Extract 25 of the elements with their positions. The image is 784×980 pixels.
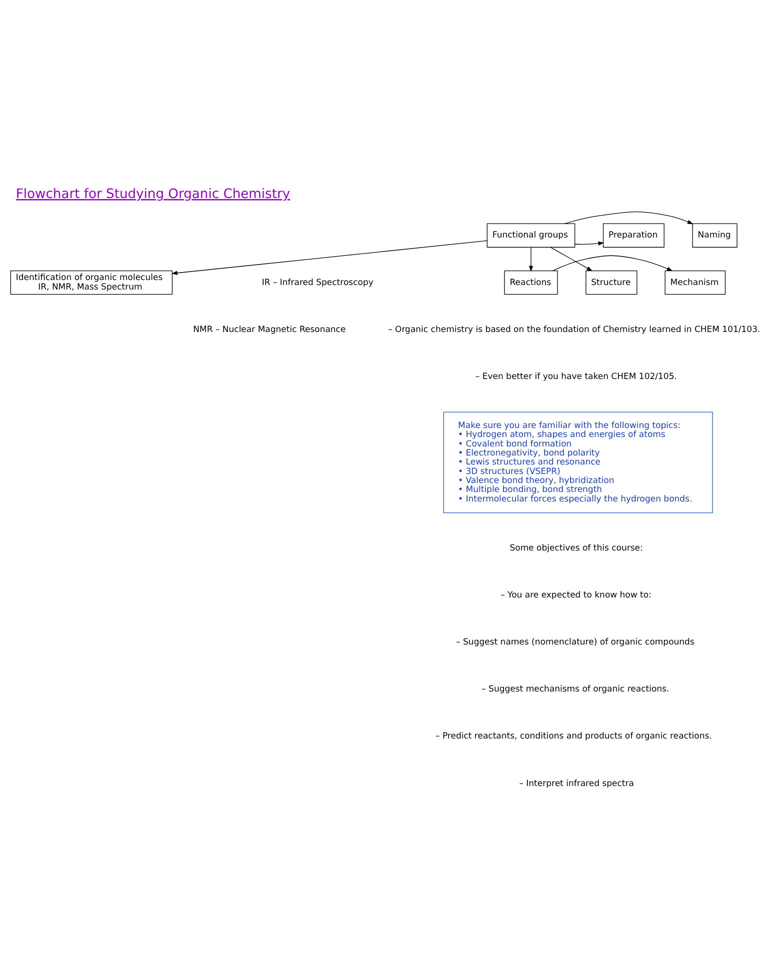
node-box: Identification of organic molecules IR, NMR, Mass Spectrum xyxy=(10,270,173,294)
arrow xyxy=(564,211,694,224)
arrow xyxy=(171,240,488,275)
label: – You are expected to know how to: xyxy=(500,590,652,600)
arrow xyxy=(552,254,673,271)
node-box: Mechanism xyxy=(664,270,726,294)
label: – Even better if you have taken CHEM 102/105. xyxy=(475,371,677,382)
label: – Suggest mechanisms of organic reactions. xyxy=(482,684,670,694)
node-box: Reactions xyxy=(504,270,558,294)
arrow xyxy=(550,246,593,271)
label: – Suggest names (nomenclature) of organic compounds xyxy=(456,637,694,648)
diagram-title: Flowchart for Studying Organic Chemistry xyxy=(16,186,290,202)
node-box: Structure xyxy=(586,270,638,294)
arrow xyxy=(528,246,534,272)
label: – Organic chemistry is based on the foundation of Chemistry learned in CHEM 101/103. xyxy=(388,324,760,334)
node-box: Make sure you are familiar with the following topics: • Hydrogen atom, shapes and energies of atoms • Covalent bond formation • Electronegativity, bond polarity • Lewis structures and resonance • 3D structures (VSEPR) • Valence bond theory, hybridization • Multiple bonding, bond strength • Intermolecular forces especially the hydrogen bonds. xyxy=(443,411,713,513)
label: – Interpret infrared spectra xyxy=(519,778,634,788)
node-box: Preparation xyxy=(602,222,664,248)
node-box: Naming xyxy=(692,222,738,248)
label: NMR – Nuclear Magnetic Resonance xyxy=(193,324,346,334)
label: Some objectives of this course: xyxy=(510,542,643,553)
arrow xyxy=(574,240,604,246)
node-box: Functional groups xyxy=(486,222,576,248)
label: IR – Infrared Spectroscopy xyxy=(262,277,374,288)
label: – Predict reactants, conditions and products of organic reactions. xyxy=(435,731,712,742)
